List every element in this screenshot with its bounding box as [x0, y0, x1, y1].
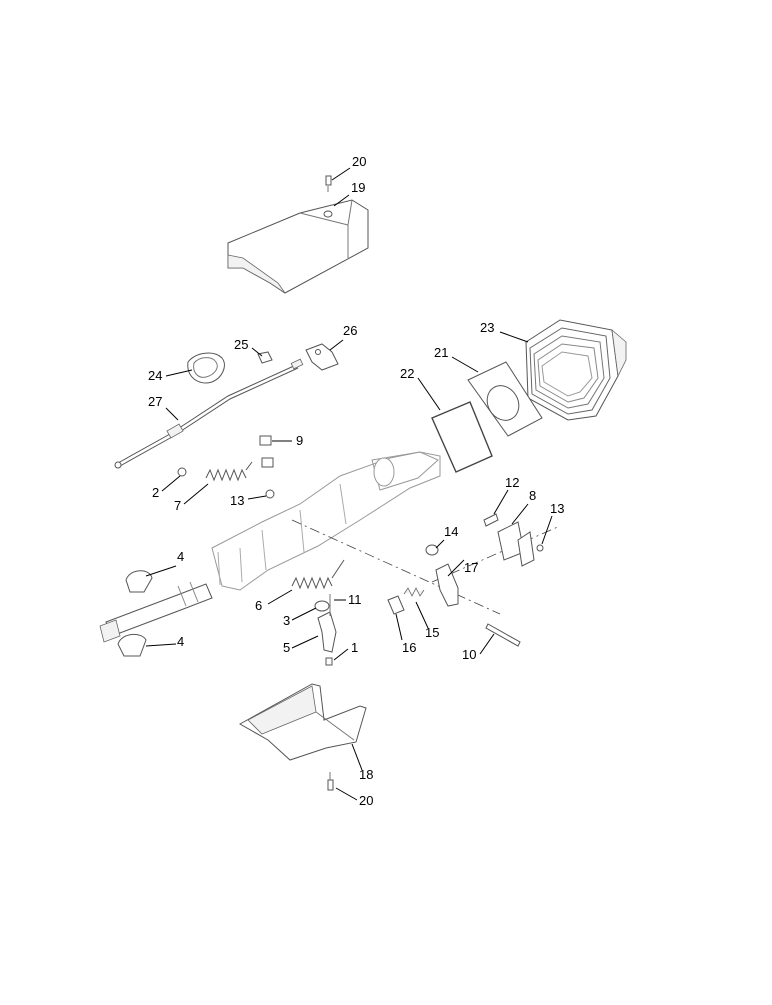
- leader-line: [415, 601, 429, 629]
- spring-part: [291, 559, 345, 590]
- callout-number: 13: [230, 493, 244, 508]
- callout-number: 21: [434, 345, 448, 360]
- callout-number: 10: [462, 647, 476, 662]
- leader-line: [351, 743, 363, 771]
- clip-part: [257, 351, 273, 364]
- leader-line: [291, 635, 319, 649]
- leader-line: [183, 483, 209, 505]
- callout-number: 12: [505, 475, 519, 490]
- leader-line: [499, 331, 529, 343]
- bracket-part: [305, 343, 339, 371]
- shift-fork-part: [387, 544, 459, 615]
- brake-pad-part: [497, 521, 544, 567]
- collar-part: [125, 570, 153, 593]
- leader-line: [435, 539, 445, 549]
- callout-number: 4: [177, 549, 184, 564]
- callout-number: 20: [359, 793, 373, 808]
- callout-number: 23: [480, 320, 494, 335]
- shaft-part: [99, 581, 213, 643]
- top-cover-part: [227, 199, 369, 294]
- callout-number: 14: [444, 524, 458, 539]
- centerline: [291, 519, 561, 615]
- screw-part: [325, 175, 332, 192]
- leader-line: [165, 369, 193, 377]
- gasket-part: [431, 401, 493, 473]
- callout-number: 15: [425, 625, 439, 640]
- bottom-cover-part: [238, 683, 367, 761]
- leader-line: [161, 475, 181, 492]
- leader-line: [145, 643, 177, 647]
- callout-number: 4: [177, 634, 184, 649]
- block-part: [259, 435, 274, 468]
- leader-line: [247, 495, 267, 500]
- callout-number: 17: [464, 560, 478, 575]
- callout-number: 26: [343, 323, 357, 338]
- leader-line: [395, 613, 403, 641]
- callout-number: 20: [352, 154, 366, 169]
- leader-line: [267, 589, 293, 605]
- callout-number: 8: [529, 488, 536, 503]
- bellows-part: [525, 319, 627, 421]
- callout-number: 18: [359, 767, 373, 782]
- leader-line: [335, 787, 358, 801]
- callout-number: 25: [234, 337, 248, 352]
- spring-part: [205, 461, 253, 482]
- callout-number: 7: [174, 498, 181, 513]
- leader-line: [331, 167, 351, 181]
- callout-number: 3: [283, 613, 290, 628]
- leader-line: [251, 347, 263, 357]
- callout-number: 22: [400, 366, 414, 381]
- leader-line: [291, 607, 317, 621]
- callout-number: 2: [152, 485, 159, 500]
- cable-part: [114, 358, 304, 469]
- callout-number: 1: [351, 640, 358, 655]
- callout-number: 24: [148, 368, 162, 383]
- callout-number: 5: [283, 640, 290, 655]
- collar-part: [117, 634, 147, 657]
- leader-line: [417, 377, 441, 411]
- pin-part: [483, 513, 521, 647]
- leader-line: [165, 407, 179, 421]
- leader-line: [541, 515, 553, 545]
- leader-line: [145, 565, 177, 577]
- leader-line: [333, 648, 349, 661]
- leader-line: [329, 339, 344, 351]
- plate-part: [467, 361, 543, 437]
- callout-number: 6: [255, 598, 262, 613]
- lever-part: [314, 594, 337, 666]
- callout-number: 27: [148, 394, 162, 409]
- gasket-loop-part: [187, 352, 225, 384]
- housing-part: [211, 451, 441, 591]
- callout-number: 13: [550, 501, 564, 516]
- callout-number: 11: [348, 592, 362, 607]
- leader-line: [333, 194, 350, 207]
- leader-line: [447, 559, 465, 577]
- washer-part: [177, 467, 187, 477]
- callout-number: 16: [402, 640, 416, 655]
- screw-part: [327, 772, 334, 791]
- leader-line: [511, 503, 529, 525]
- callout-number: 19: [351, 180, 365, 195]
- leader-line: [451, 356, 479, 373]
- leader-line: [479, 633, 495, 655]
- leader-line: [493, 489, 509, 515]
- callout-number: 9: [296, 433, 303, 448]
